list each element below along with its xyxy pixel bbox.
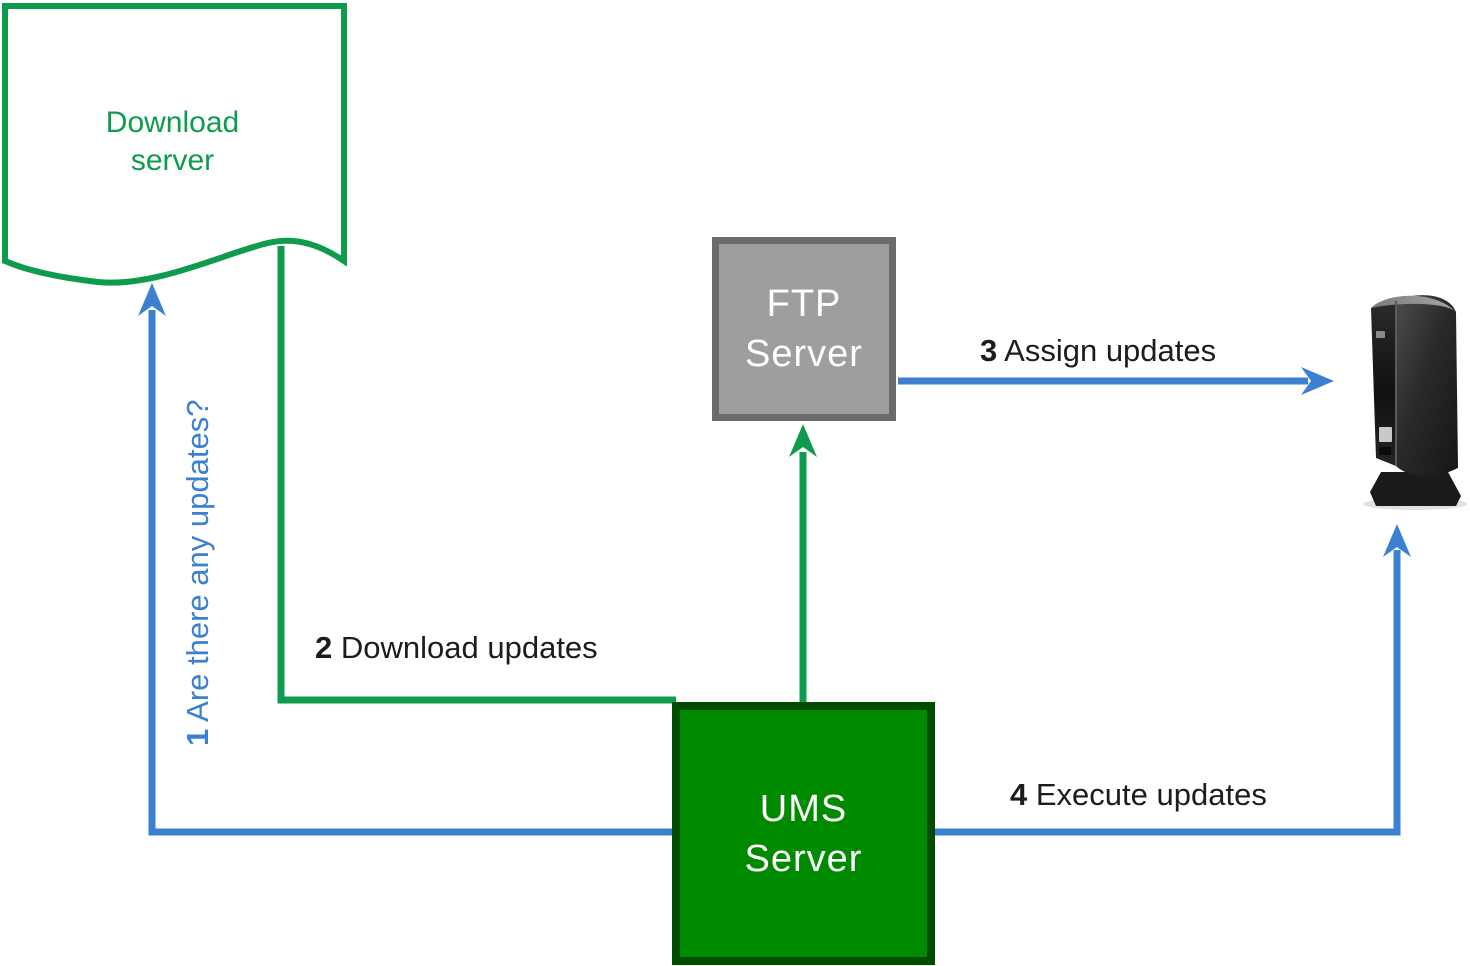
download-server-label: Download server [0,104,345,180]
edge-4-text: Execute updates [1035,777,1267,812]
edge-3-text: Assign updates [1004,333,1217,368]
edge-assign-updates-arrow [898,367,1334,395]
edge-4-number: 4 [1010,777,1028,812]
edge-download-updates-line [277,246,676,704]
edge-label-assign-updates: 3 Assign updates [980,333,1216,369]
ums-server-label-line2: Server [744,837,863,880]
edge-label-download-updates: 2 Download updates [315,630,598,666]
edge-1-number: 1 [180,728,215,746]
download-server-label-line1: Download [105,106,240,139]
node-ums-server: UMS Server [672,702,935,965]
edge-execute-updates-arrow [933,524,1411,836]
ftp-server-label-line2: Server [745,333,863,375]
thin-client-tower-icon [1363,295,1467,510]
edge-label-are-there-any-updates: 1 Are there any updates? [180,400,216,746]
edge-label-execute-updates: 4 Execute updates [1010,777,1267,813]
edge-2-text: Download updates [340,630,598,665]
ums-server-label-line1: UMS [759,787,848,830]
edge-ums-to-ftp-arrow [789,424,817,706]
edge-2-number: 2 [315,630,333,665]
edge-3-number: 3 [980,333,998,368]
download-server-label-line2: server [130,144,215,177]
ftp-server-label-line1: FTP [766,283,842,325]
download-server-shape [2,3,347,286]
edge-are-there-any-updates-arrow [138,283,674,836]
node-ftp-server: FTP Server [712,237,896,421]
edge-1-text: Are there any updates? [180,399,215,722]
